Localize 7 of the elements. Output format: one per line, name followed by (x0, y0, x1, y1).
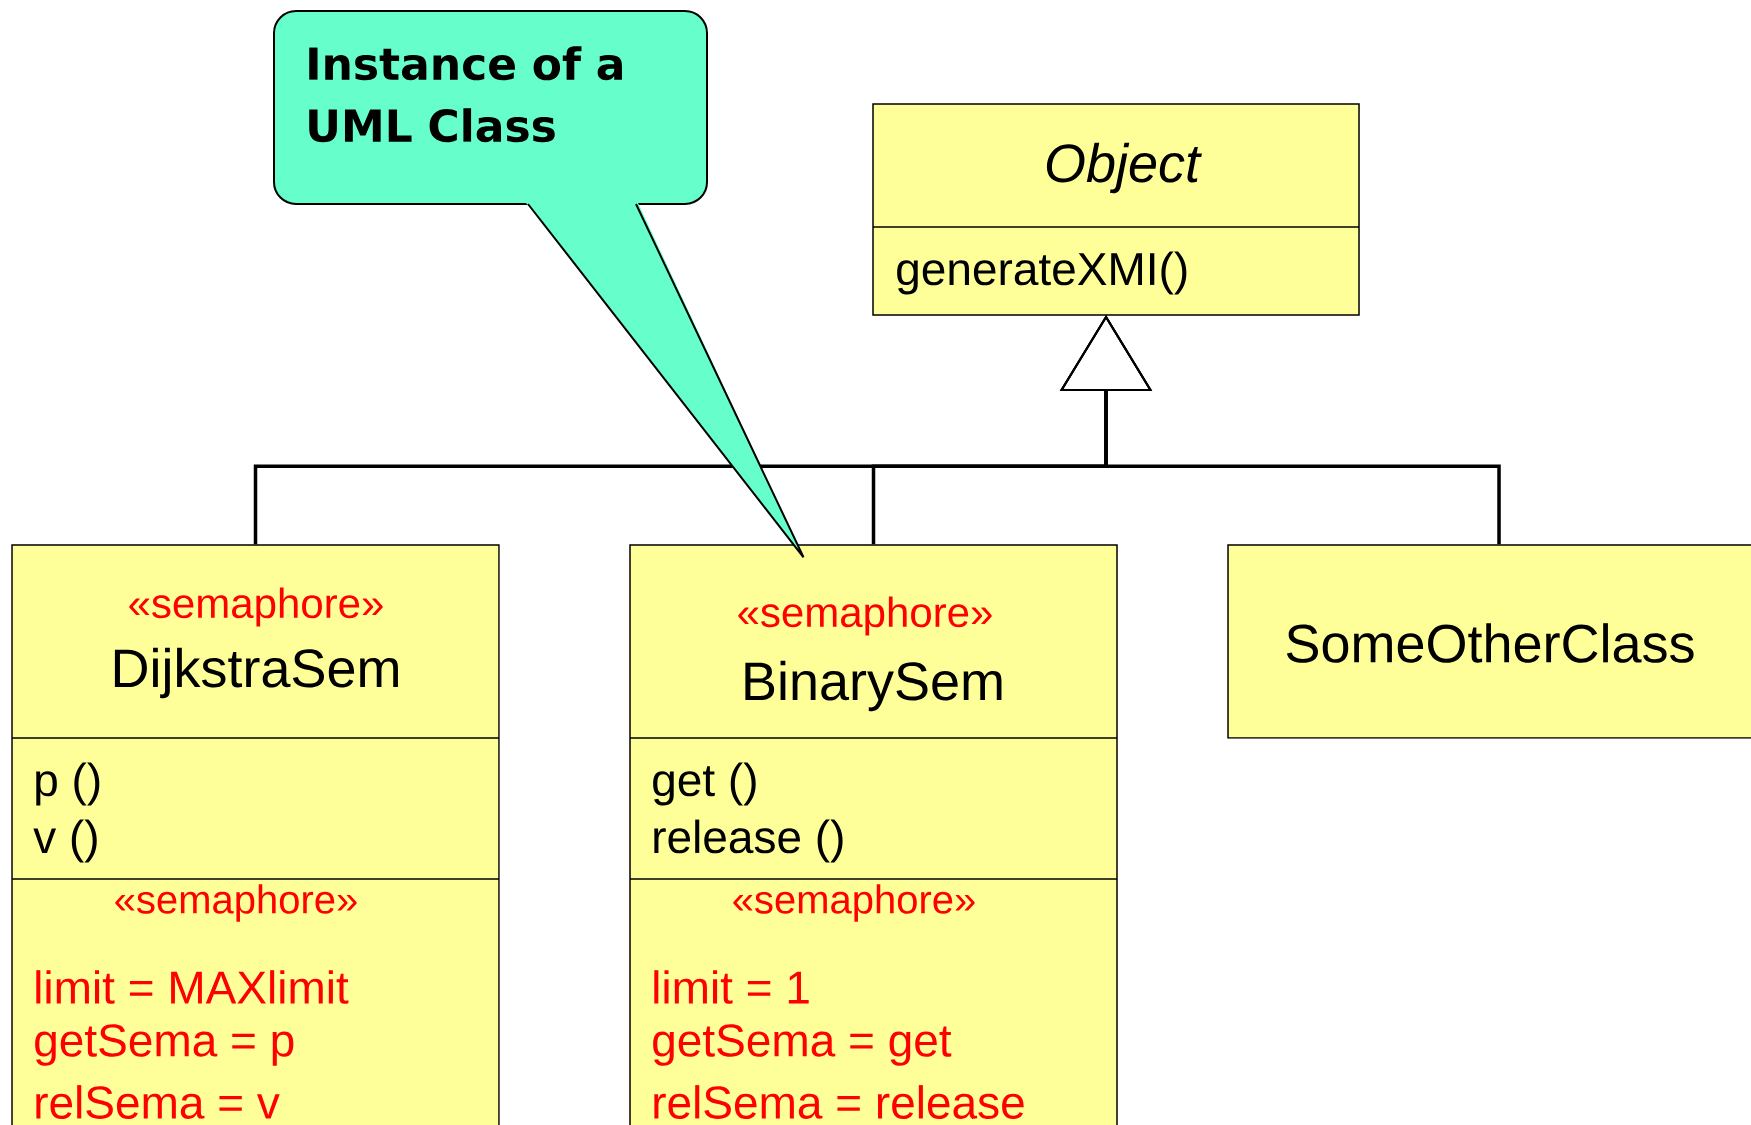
callout-bubble: Instance of a UML Class (273, 10, 708, 205)
class-box: «semaphore» BinarySem get () release () «semaphore» limit = 1 getSema = get relSema = release (629, 544, 1118, 1125)
class-box: «semaphore» DijkstraSem p () v () «semaphore» limit = MAXlimit getSema = p relSema = v (11, 544, 500, 1125)
callout-pointer (526, 203, 805, 559)
class-box: SomeOtherClass (1227, 544, 1751, 739)
generalization-arrow (1059, 315, 1501, 545)
class-box: Object generateXMI() (872, 103, 1360, 316)
